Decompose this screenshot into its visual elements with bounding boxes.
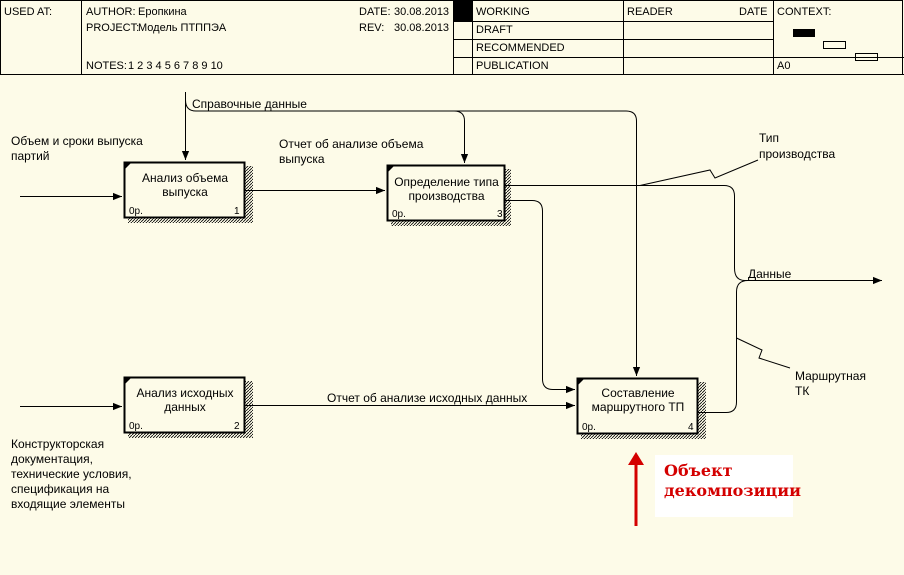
box-4[interactable] — [576, 377, 699, 435]
box-4-title-line2: маршрутного ТП — [591, 400, 685, 414]
rev-label: REV: — [359, 22, 385, 34]
label-report-source: Отчет об анализе исходных данных — [327, 391, 528, 405]
used-at-label: USED AT: — [4, 6, 53, 18]
label-prod-type-1: Тип — [759, 131, 780, 145]
label-input-docs-3: технические условия, — [11, 467, 132, 481]
box-2-number: 2 — [234, 421, 240, 432]
label-input-docs-2: документация, — [11, 452, 93, 466]
author-value: Еропкина — [138, 6, 187, 18]
label-prod-type-2: производства — [759, 147, 836, 161]
reader-date-label: DATE — [739, 6, 768, 18]
box-4-title-line1: Составление — [601, 386, 675, 400]
box-1-title-line1: Анализ объема — [141, 171, 229, 185]
box-3-cost: 0р. — [392, 209, 406, 220]
squiggle-route-card — [736, 337, 791, 369]
notes-label: NOTES: — [86, 60, 127, 72]
context-label: CONTEXT: — [777, 6, 832, 18]
label-input-docs-5: входящие элементы — [11, 497, 125, 511]
box-2[interactable] — [123, 376, 246, 434]
label-output-data: Данные — [748, 267, 792, 281]
box-2-title-line2: данных — [164, 400, 206, 414]
node-number: A0 — [777, 60, 791, 72]
box-4-number: 4 — [688, 422, 694, 433]
status-draft: DRAFT — [476, 24, 513, 36]
box-4-cost: 0р. — [582, 422, 596, 433]
label-input-volume-1: Объем и сроки выпуска — [11, 134, 143, 148]
decomposition-arrow — [628, 452, 644, 526]
annotation-line1: Объект — [664, 461, 733, 480]
label-report-volume-1: Отчет об анализе объема — [279, 137, 424, 151]
box-3-title-line2: производства — [408, 189, 485, 203]
label-reference-data: Справочные данные — [192, 97, 307, 111]
context-block-black — [793, 29, 815, 37]
squiggle-prod-type — [639, 159, 759, 186]
arrow-control-to-box4 — [454, 110, 641, 376]
label-input-volume-2: партий — [11, 149, 50, 163]
author-label: AUTHOR: — [86, 6, 136, 18]
status-recommended: RECOMMENDED — [476, 42, 565, 54]
status-working: WORKING — [476, 6, 530, 18]
annotation-line2: декомпозиции — [664, 481, 801, 500]
label-input-docs-1: Конструкторская — [11, 437, 105, 451]
box-1[interactable] — [123, 161, 246, 219]
context-block-2 — [855, 53, 878, 61]
box-1-title-line2: выпуска — [162, 185, 208, 199]
label-input-docs-4: спецификация на — [11, 482, 110, 496]
box-2-cost: 0р. — [129, 421, 143, 432]
label-report-volume-2: выпуска — [279, 152, 325, 166]
label-route-card-1: Маршрутная — [795, 369, 866, 383]
project-label: PROJECT: — [86, 22, 140, 34]
arrow-output-data — [505, 185, 882, 285]
rev-value: 30.08.2013 — [394, 22, 450, 34]
box-2-title-line1: Анализ исходных — [136, 386, 234, 400]
header-grid — [0, 0, 904, 75]
status-publication: PUBLICATION — [476, 60, 549, 72]
arrow-box3-to-box4 — [505, 200, 575, 394]
date-value: 30.08.2013 — [394, 6, 450, 18]
reader-label: READER — [627, 6, 673, 18]
project-value: Модель ПТППЭА — [138, 22, 227, 34]
box-1-number: 1 — [234, 206, 240, 217]
arrow-box4-output — [698, 280, 749, 413]
box-1-cost: 0р. — [129, 206, 143, 217]
context-block-1 — [823, 41, 846, 49]
box-3-title-line1: Определение типа — [394, 175, 499, 189]
box-3-number: 3 — [497, 209, 503, 220]
date-label: DATE: — [359, 6, 391, 18]
box-3[interactable] — [386, 164, 506, 222]
annotation-background — [655, 455, 793, 517]
label-route-card-2: ТК — [795, 384, 810, 398]
header-frame: USED AT: AUTHOR: Еропкина PROJECT: Модел… — [0, 0, 904, 75]
notes-value: 1 2 3 4 5 6 7 8 9 10 — [128, 60, 223, 72]
